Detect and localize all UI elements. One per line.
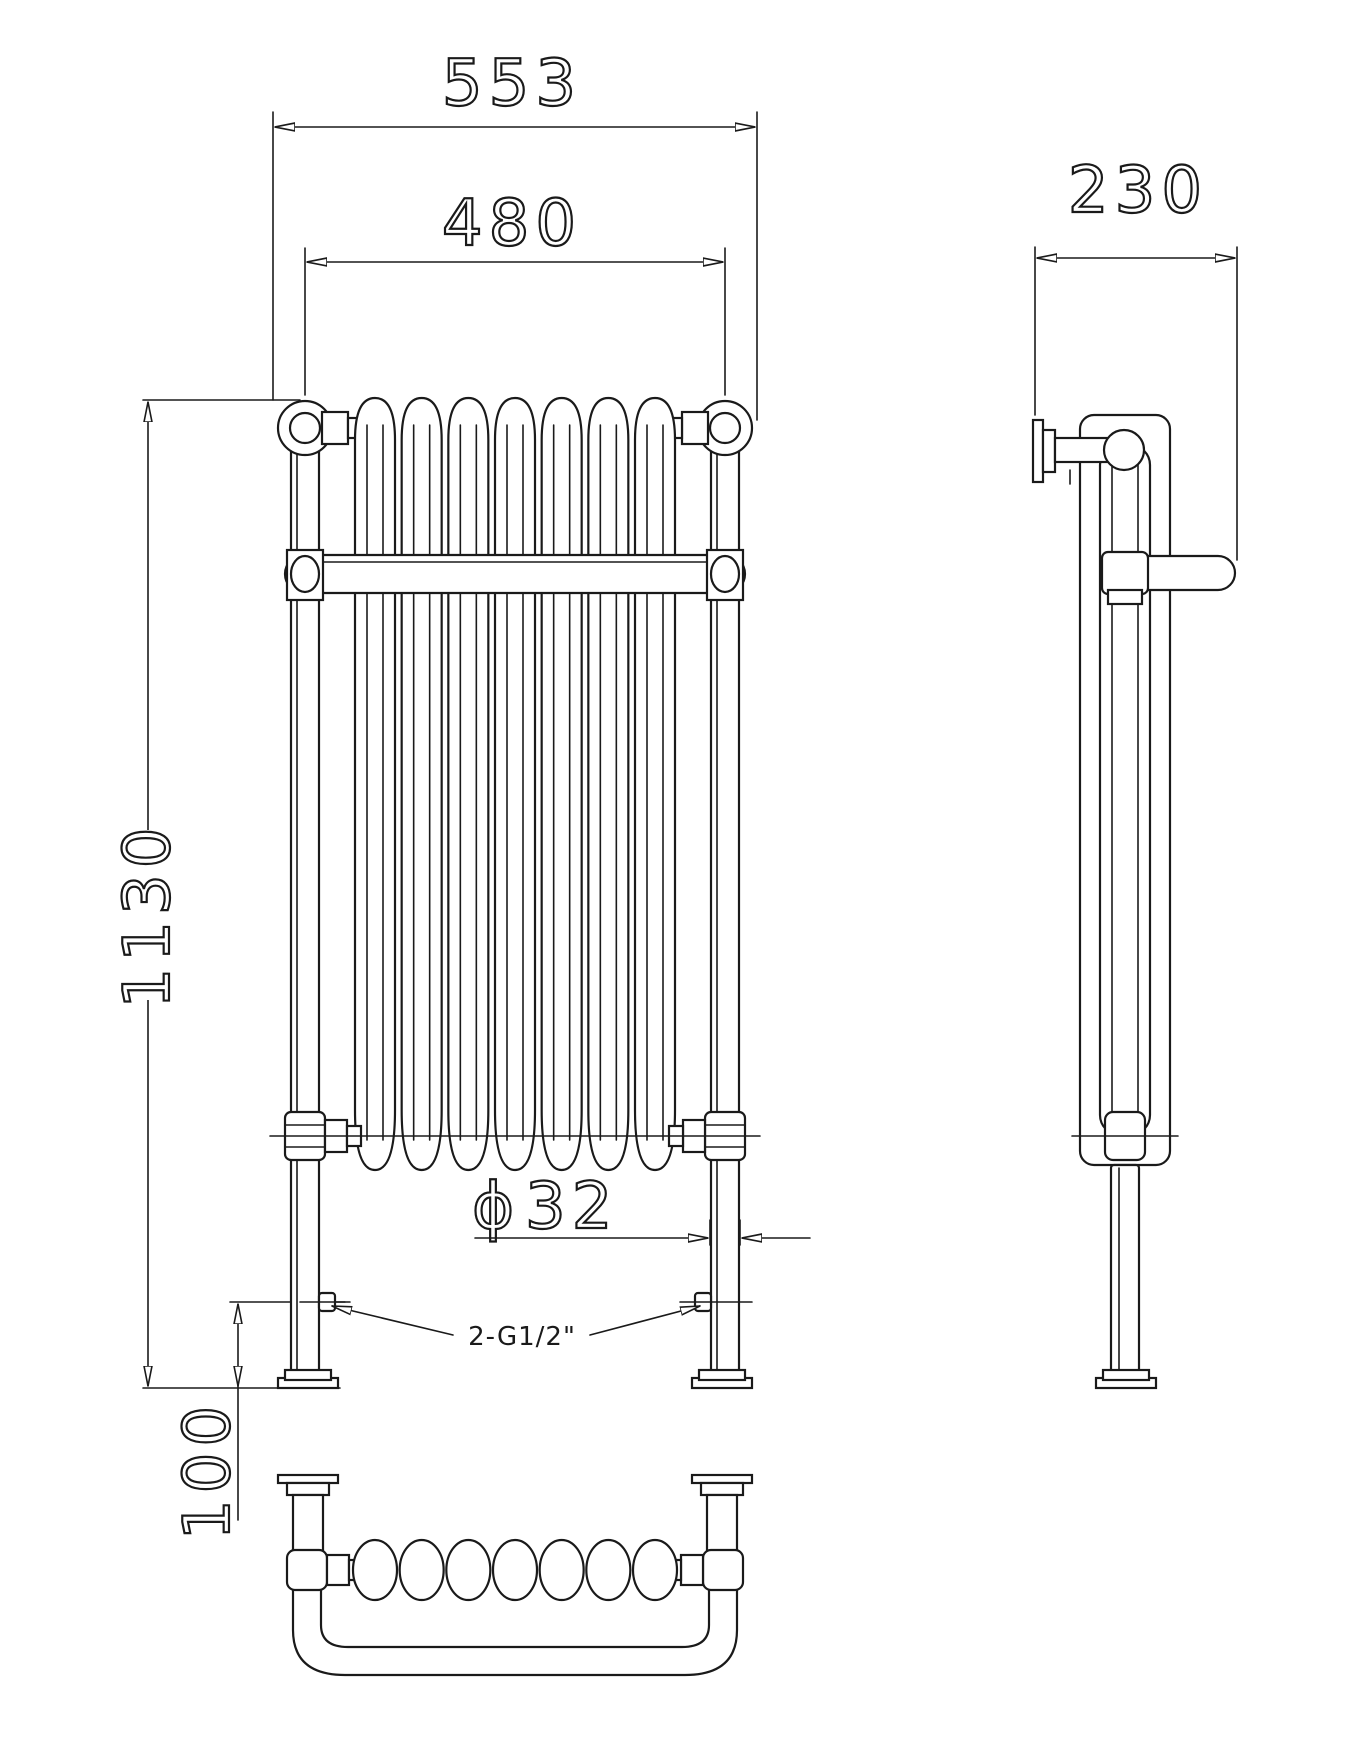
plan-section	[398, 1538, 445, 1602]
plan-section	[491, 1538, 539, 1602]
top-left-elbow	[276, 399, 364, 457]
dimension-depth: 230	[1034, 153, 1238, 561]
side-bottom-manifold	[1071, 1110, 1179, 1162]
radiator-column	[633, 396, 677, 1172]
diameter-symbol-icon: ϕ	[472, 1170, 520, 1244]
dimension-pipe-centres: 480	[304, 186, 726, 396]
top-right-elbow	[666, 399, 754, 457]
plan-section	[351, 1538, 399, 1602]
front-view: 553 480 1130 100	[110, 46, 811, 1541]
towel-rail	[283, 548, 747, 602]
connections-label: 2-G1/2"	[468, 1322, 576, 1352]
plan-section	[631, 1538, 679, 1602]
radiator-column	[540, 396, 583, 1172]
side-towel-rail	[1100, 550, 1237, 606]
dimension-pipe-diameter: ϕ 32	[471, 1169, 811, 1246]
side-column-inner	[1098, 443, 1152, 1137]
radiator-column	[493, 396, 537, 1172]
dimension-height-label: 1130	[111, 822, 185, 1009]
dimension-overall-width: 553	[272, 46, 758, 421]
dimension-overall-width-label: 553	[442, 47, 582, 121]
plan-left-fitting	[285, 1548, 365, 1592]
connections-callout: 2-G1/2"	[331, 1305, 701, 1352]
plan-towel-rail	[291, 1578, 739, 1677]
plan-section	[445, 1538, 492, 1602]
side-leg	[1094, 1163, 1158, 1390]
left-valve	[299, 1291, 351, 1313]
side-view: 230	[1031, 153, 1238, 1390]
radiator-column	[447, 396, 490, 1172]
radiator-columns	[353, 396, 677, 1172]
wall-bracket	[1031, 418, 1146, 485]
plan-section	[538, 1538, 585, 1602]
dimension-floor-to-valve-label: 100	[171, 1400, 245, 1540]
dimension-height: 1130	[110, 399, 341, 1389]
radiator-column	[587, 396, 630, 1172]
dimension-floor-to-valve: 100	[170, 1301, 346, 1541]
plan-left-foot	[276, 1473, 340, 1557]
radiator-column	[400, 396, 443, 1172]
dimension-pipe-diameter-label: 32	[525, 1170, 618, 1244]
dimension-depth-label: 230	[1068, 154, 1208, 228]
plan-view	[276, 1473, 754, 1677]
plan-section	[585, 1538, 632, 1602]
plan-right-foot	[690, 1473, 754, 1557]
plan-right-fitting	[665, 1548, 745, 1592]
dimension-pipe-centres-label: 480	[442, 187, 582, 261]
radiator-column	[353, 396, 397, 1172]
plan-radiator-sections	[351, 1538, 679, 1602]
